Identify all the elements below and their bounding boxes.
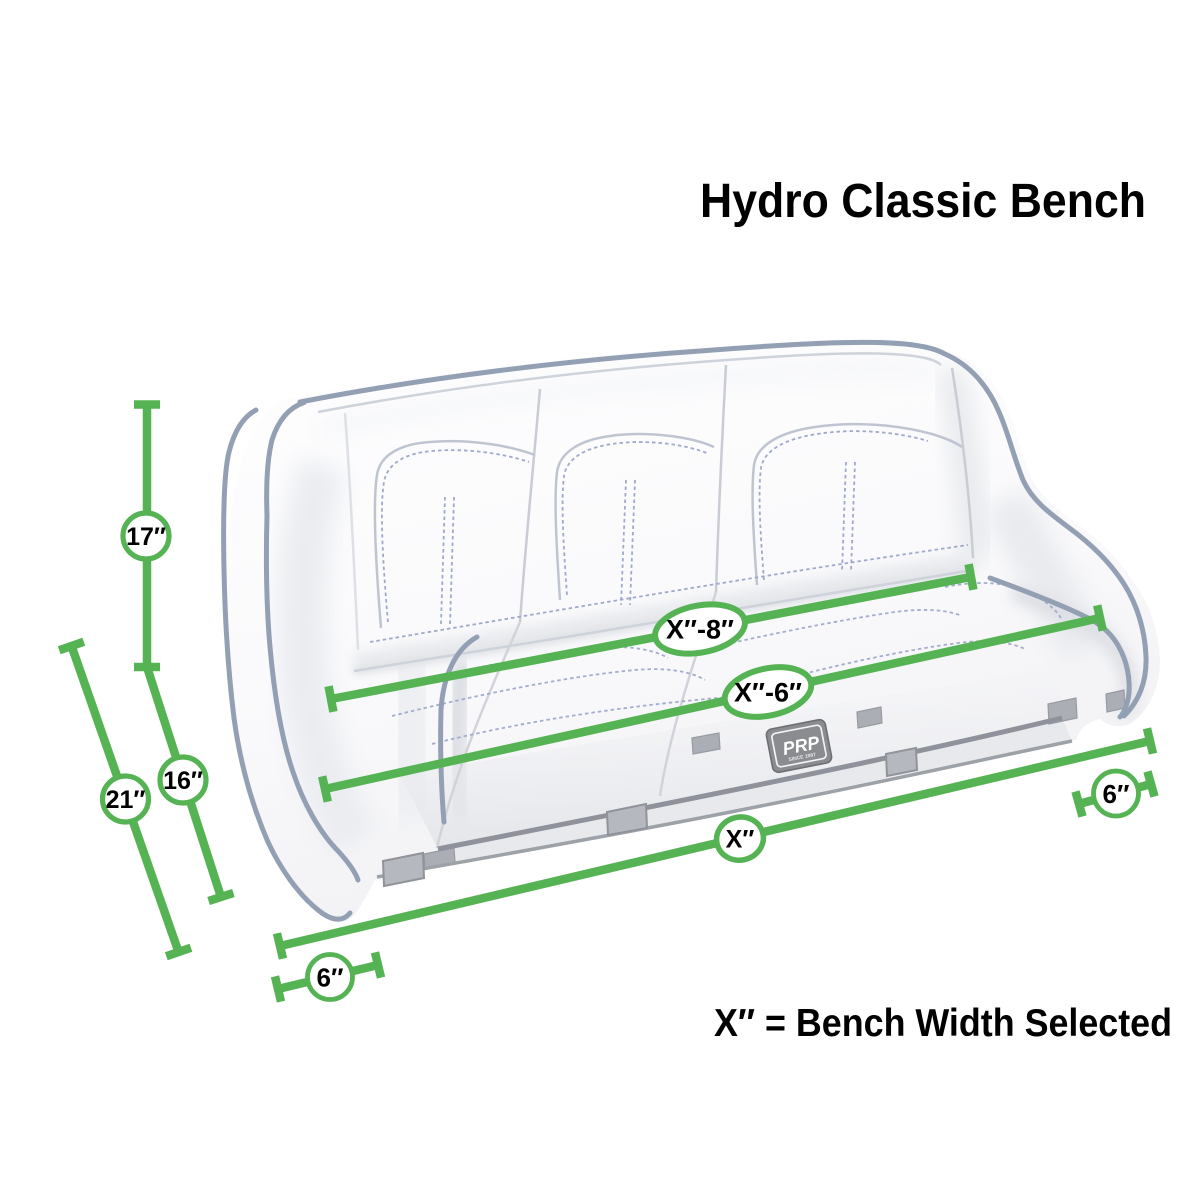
svg-text:X″ = Bench Width Selected: X″ = Bench Width Selected — [714, 1002, 1172, 1045]
svg-text:17″: 17″ — [126, 523, 166, 551]
svg-text:6″: 6″ — [1103, 779, 1130, 809]
svg-text:X″-6″: X″-6″ — [734, 678, 802, 708]
svg-text:Hydro Classic Bench: Hydro Classic Bench — [700, 175, 1146, 228]
svg-text:16″: 16″ — [163, 767, 203, 795]
svg-text:21″: 21″ — [106, 786, 146, 814]
svg-text:X″: X″ — [726, 826, 755, 854]
svg-text:X″-8″: X″-8″ — [666, 615, 734, 645]
svg-text:6″: 6″ — [317, 962, 344, 992]
svg-text:SINCE 1987: SINCE 1987 — [788, 752, 817, 763]
